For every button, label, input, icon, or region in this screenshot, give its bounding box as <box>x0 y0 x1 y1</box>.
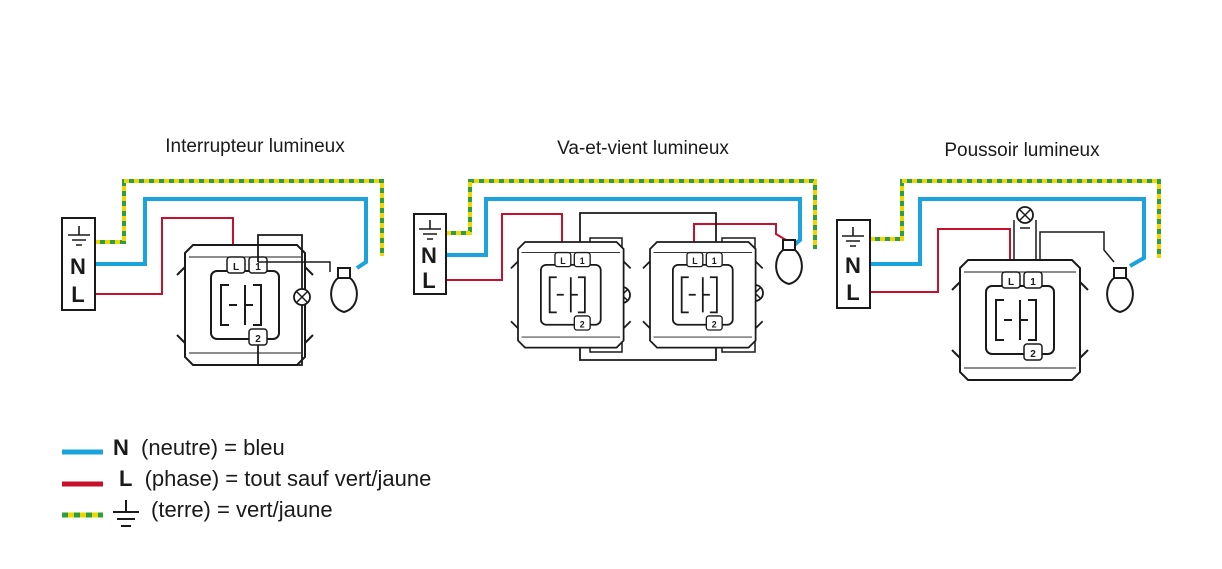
svg-text:N: N <box>845 253 861 278</box>
earth-icon <box>113 500 139 527</box>
neutral-wire <box>446 197 802 257</box>
light-switch: L 1 2 <box>176 244 314 366</box>
neutral-wire <box>95 197 368 270</box>
svg-text:N (neutre) = bleu: N (neutre) = bleu <box>113 435 285 460</box>
legend-text: (neutre) = bleu <box>141 435 285 460</box>
svg-text:1: 1 <box>712 256 717 266</box>
svg-text:L: L <box>71 282 84 307</box>
legend: N (neutre) = bleu L (phase) = tout sauf … <box>62 435 431 527</box>
svg-text:1: 1 <box>255 262 261 273</box>
phase-wire <box>95 217 234 295</box>
svg-text:N: N <box>421 243 437 268</box>
legend-item-earth: (terre) = vert/jaune <box>62 497 333 527</box>
svg-text:2: 2 <box>712 319 717 329</box>
svg-text:L: L <box>233 262 239 273</box>
svg-text:1: 1 <box>580 256 585 266</box>
light-switch-1: L 1 2 <box>510 241 632 349</box>
terminal-block: N L <box>61 217 96 311</box>
diagram-poussoir: Poussoir lumineux N L L 1 2 <box>836 140 1161 381</box>
bulb-icon <box>1106 267 1134 313</box>
terminal-block: N L <box>836 219 871 309</box>
svg-text:L: L <box>1008 277 1014 288</box>
indicator-lamp <box>1016 206 1034 224</box>
svg-text:2: 2 <box>580 319 585 329</box>
phase-wire <box>870 228 1011 293</box>
svg-text:L: L <box>692 256 698 266</box>
neutral-wire <box>870 197 1146 268</box>
legend-text: (phase) = tout sauf vert/jaune <box>145 466 432 491</box>
diagram-title: Va-et-vient lumineux <box>557 138 729 159</box>
svg-text:L: L <box>846 280 859 305</box>
legend-symbol: N <box>113 435 129 460</box>
push-button: L 1 2 <box>951 259 1089 381</box>
svg-text:N: N <box>70 254 86 279</box>
svg-text:L: L <box>560 256 566 266</box>
bulb-icon <box>330 267 358 313</box>
svg-text:2: 2 <box>1030 349 1036 360</box>
bulb-icon <box>775 239 803 285</box>
diagram-va-et-vient: Va-et-vient lumineux N L L 1 2 <box>413 138 817 361</box>
diagram-interrupteur: Interrupteur lumineux N L L 1 2 <box>61 136 384 366</box>
svg-text:L: L <box>422 268 435 293</box>
svg-text:L (phase) = tout sauf: L (phase) = tout sauf vert/jaune <box>119 466 431 491</box>
legend-symbol: L <box>119 466 132 491</box>
light-switch-2: L 1 2 <box>642 241 764 349</box>
svg-text:1: 1 <box>1030 277 1036 288</box>
phase-wire <box>446 213 563 281</box>
diagram-title: Interrupteur lumineux <box>165 136 345 157</box>
indicator-lamp <box>293 288 311 306</box>
legend-item-neutral: N (neutre) = bleu <box>62 435 285 460</box>
svg-text:2: 2 <box>255 334 261 345</box>
diagram-title: Poussoir lumineux <box>944 140 1100 161</box>
legend-text: (terre) = vert/jaune <box>151 497 333 522</box>
legend-item-phase: L (phase) = tout sauf vert/jaune <box>62 466 431 491</box>
terminal-block: N L <box>413 213 447 295</box>
